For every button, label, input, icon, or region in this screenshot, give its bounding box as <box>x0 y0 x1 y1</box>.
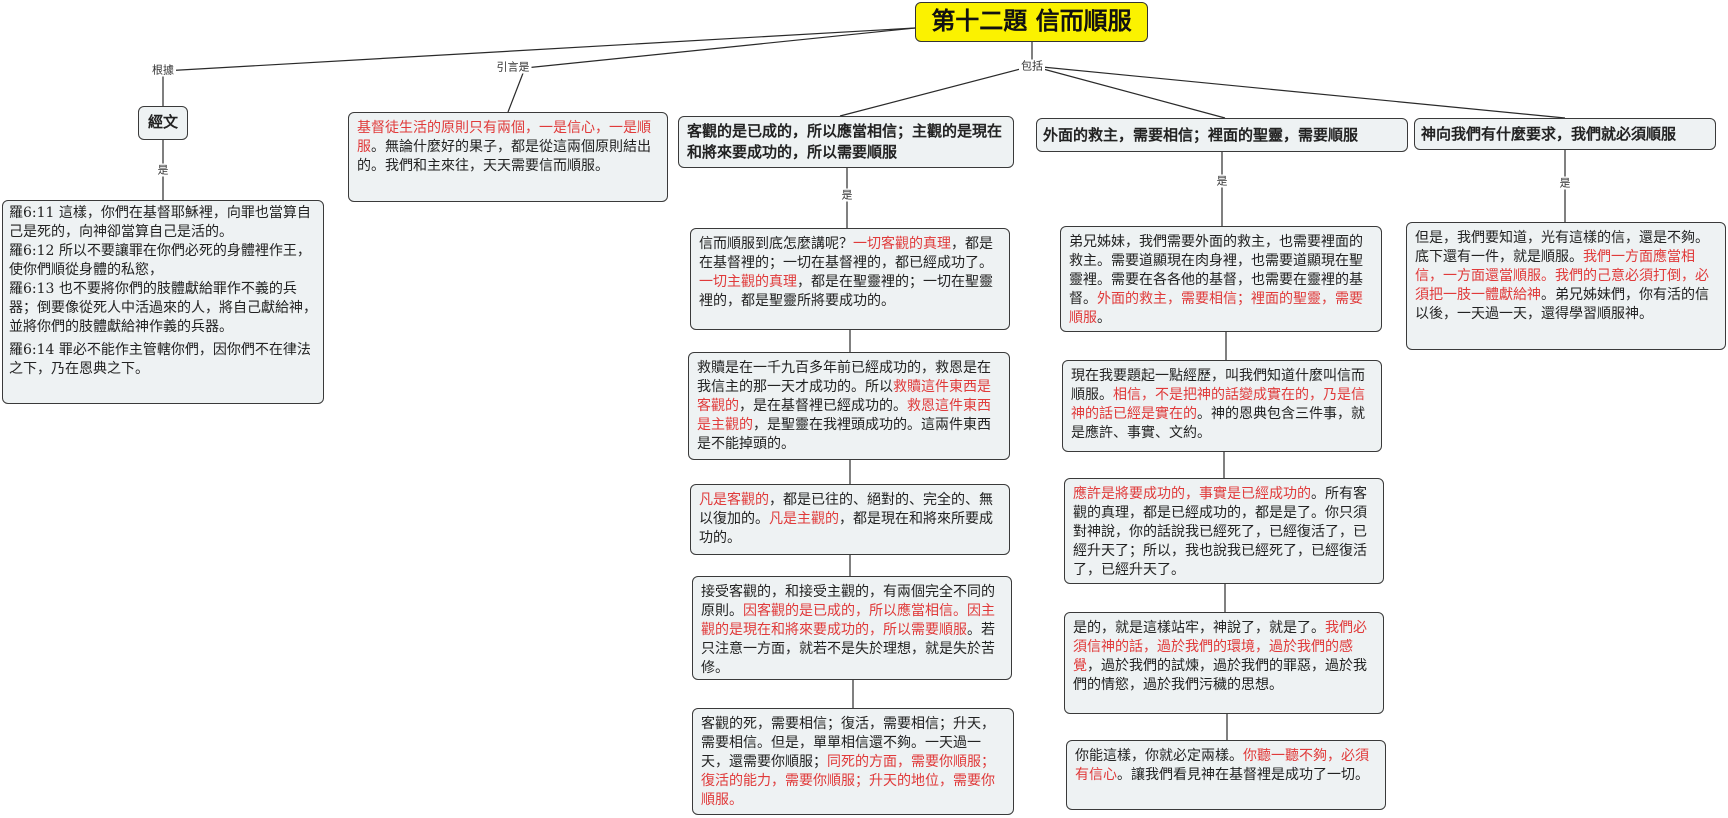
highlight-text: 救贖這件東西是客觀的 <box>697 379 991 414</box>
verse-rom-6-11: 羅6:11 這樣，你們在基督耶穌裡，向罪也當算自己是死的，向神卻當算自己是活的。 <box>9 205 311 240</box>
highlight-text: 我們必須信神的話，過於我們的環境，過於我們的感覺 <box>1073 620 1367 674</box>
verse-rom-6-12: 羅6:12 所以不要讓罪在你們必死的身體裡作王，使你們順從身體的私慾， <box>9 243 311 278</box>
col3-header-node[interactable]: 神向我們有什麼要求，我們就必須順服 <box>1414 118 1716 150</box>
highlight-text: 一切主觀的真理 <box>699 274 797 290</box>
body-text: 。弟兄姊妹們，你有活的信以後，一天過一天，還得學習順服神。 <box>1415 287 1709 322</box>
col1-card-2[interactable]: 救贖是在一千九百多年前已經成功的，救恩是在我信主的那一天才成功的。所以救贖這件東… <box>688 352 1010 460</box>
label-yinyan: 引言是 <box>494 60 532 74</box>
col2-card-3[interactable]: 應許是將要成功的，事實是已經成功的。所有客觀的真理，都是已經成功的，都是是了。你… <box>1064 478 1384 584</box>
body-text: ，都是現在和將來所要成功的。 <box>699 511 993 546</box>
body-text: 。所有客觀的真理，都是已經成功的，都是是了。你只須對神說，你的話說我已經死了，已… <box>1073 486 1367 578</box>
label-shi-jingwen: 是 <box>155 163 171 177</box>
highlight-text: 應許是將要成功的，事實是已經成功的 <box>1073 486 1311 502</box>
body-text: 是的，就是這樣站牢，神說了，就是了。 <box>1073 620 1325 636</box>
root-title-node[interactable]: 第十二題 信而順服 <box>915 2 1148 42</box>
col3-card-1[interactable]: 但是，我們要知道，光有這樣的信，還是不夠。底下還有一件，就是順服。我們一方面應當… <box>1406 222 1726 350</box>
highlight-text: 凡是客觀的 <box>699 492 769 508</box>
body-text: 弟兄姊妹，我們需要外面的救主，也需要裡面的救主。需要道顯現在肉身裡，也需要道顯現… <box>1069 234 1363 307</box>
highlight-text: 你聽一聽不夠，必須有信心 <box>1075 748 1369 783</box>
verse-rom-6-13: 羅6:13 也不要將你們的肢體獻給罪作不義的兵器；倒要像從死人中活過來的人，將自… <box>9 281 317 335</box>
label-shi-col1: 是 <box>839 188 855 202</box>
highlight-text: 我們一方面應當相信，一方面還當順服。我們的己意必須打倒，必須把一肢一體獻給神 <box>1415 249 1709 303</box>
highlight-text: 凡是主觀的 <box>769 511 839 527</box>
body-text: 接受客觀的，和接受主觀的，有兩個完全不同的原則。 <box>701 584 995 619</box>
body-text: ，都是在基督裡的；一切在基督裡的，都已經成功了。 <box>699 236 993 271</box>
highlight-text: 相信，不是把神的話變成實在的，乃是信神的話已經是實在的 <box>1071 387 1365 422</box>
body-text: 。若只注意一方面，就若不是失於理想，就是失於苦修。 <box>701 622 995 676</box>
col1-card-5[interactable]: 客觀的死，需要相信；復活，需要相信；升天，需要相信。但是，單單相信還不夠。一天過… <box>692 708 1014 815</box>
label-genju: 根據 <box>150 63 176 77</box>
highlight-text: 因客觀的是已成的，所以應當相信。因主觀的是現在和將來要成功的，所以需要順服 <box>701 603 995 638</box>
body-text: ，是在基督裡已經成功的。 <box>739 398 907 414</box>
col2-card-4[interactable]: 是的，就是這樣站牢，神說了，就是了。我們必須信神的話，過於我們的環境，過於我們的… <box>1064 612 1384 714</box>
body-text: ，都是在聖靈裡的；一切在聖靈裡的，都是聖靈所將要成功的。 <box>699 274 993 309</box>
label-baokuo: 包括 <box>1019 59 1045 73</box>
body-text: 客觀的死，需要相信；復活，需要相信；升天，需要相信。但是，單單相信還不夠。一天過… <box>701 716 995 770</box>
scripture-verses-node[interactable]: 羅6:11 這樣，你們在基督耶穌裡，向罪也當算自己是死的，向神卻當算自己是活的。… <box>2 200 324 404</box>
body-text: 但是，我們要知道，光有這樣的信，還是不夠。底下還有一件，就是順服。 <box>1415 230 1709 265</box>
col1-card-4[interactable]: 接受客觀的，和接受主觀的，有兩個完全不同的原則。因客觀的是已成的，所以應當相信。… <box>692 576 1012 680</box>
body-text: 。無論什麼好的果子，都是從這兩個原則結出的。我們和主來往，天天需要信而順服。 <box>357 139 651 174</box>
col2-card-5[interactable]: 你能這樣，你就必定兩樣。你聽一聽不夠，必須有信心。讓我們看見神在基督裡是成功了一… <box>1066 740 1386 810</box>
body-text: 信而順服到底怎麼講呢？ <box>699 236 853 252</box>
col1-card-1[interactable]: 信而順服到底怎麼講呢？一切客觀的真理，都是在基督裡的；一切在基督裡的，都已經成功… <box>690 228 1010 330</box>
intro-node[interactable]: 基督徒生活的原則只有兩個，一是信心，一是順服。無論什麼好的果子，都是從這兩個原則… <box>348 112 668 202</box>
body-text: 你能這樣，你就必定兩樣。 <box>1075 748 1243 764</box>
body-text: 。讓我們看見神在基督裡是成功了一切。 <box>1117 767 1369 783</box>
highlight-text: 救恩這件東西是主觀的 <box>697 398 991 433</box>
verse-rom-6-14: 羅6:14 罪必不能作主管轄你們，因你們不在律法之下，乃在恩典之下。 <box>9 342 311 377</box>
highlight-text: 基督徒生活的原則只有兩個，一是信心，一是順服 <box>357 120 651 155</box>
body-text: ，都是已往的、絕對的、完全的、無以復加的。 <box>699 492 993 527</box>
col2-card-2[interactable]: 現在我要題起一點經歷，叫我們知道什麼叫信而順服。相信，不是把神的話變成實在的，乃… <box>1062 360 1382 452</box>
col2-header-node[interactable]: 外面的救主，需要相信；裡面的聖靈，需要順服 <box>1036 118 1408 152</box>
body-text: ，過於我們的試煉，過於我們的罪惡，過於我們的情慾，過於我們污穢的思想。 <box>1073 658 1367 693</box>
col1-card-3[interactable]: 凡是客觀的，都是已往的、絕對的、完全的、無以復加的。凡是主觀的，都是現在和將來所… <box>690 484 1010 555</box>
body-text: 。神的恩典包含三件事，就是應許、事實、文約。 <box>1071 406 1365 441</box>
body-text: 。 <box>1097 310 1111 326</box>
label-shi-col3: 是 <box>1557 176 1573 190</box>
scripture-header-node[interactable]: 經文 <box>138 106 188 140</box>
highlight-text: 同死的方面，需要你順服；復活的能力，需要你順服；升天的地位，需要你順服。 <box>701 754 995 808</box>
highlight-text: 一切客觀的真理 <box>853 236 951 252</box>
col2-card-1[interactable]: 弟兄姊妹，我們需要外面的救主，也需要裡面的救主。需要道顯現在肉身裡，也需要道顯現… <box>1060 226 1382 332</box>
label-shi-col2: 是 <box>1214 174 1230 188</box>
body-text: ，是聖靈在我裡頭成功的。這兩件東西是不能掉頭的。 <box>697 417 991 452</box>
col1-header-node[interactable]: 客觀的是已成的，所以應當相信；主觀的是現在和將來要成功的，所以需要順服 <box>678 116 1014 168</box>
body-text: 現在我要題起一點經歷，叫我們知道什麼叫信而順服。 <box>1071 368 1365 403</box>
highlight-text: 外面的救主，需要相信；裡面的聖靈，需要順服 <box>1069 291 1363 326</box>
body-text: 救贖是在一千九百多年前已經成功的，救恩是在我信主的那一天才成功的。所以 <box>697 360 991 395</box>
